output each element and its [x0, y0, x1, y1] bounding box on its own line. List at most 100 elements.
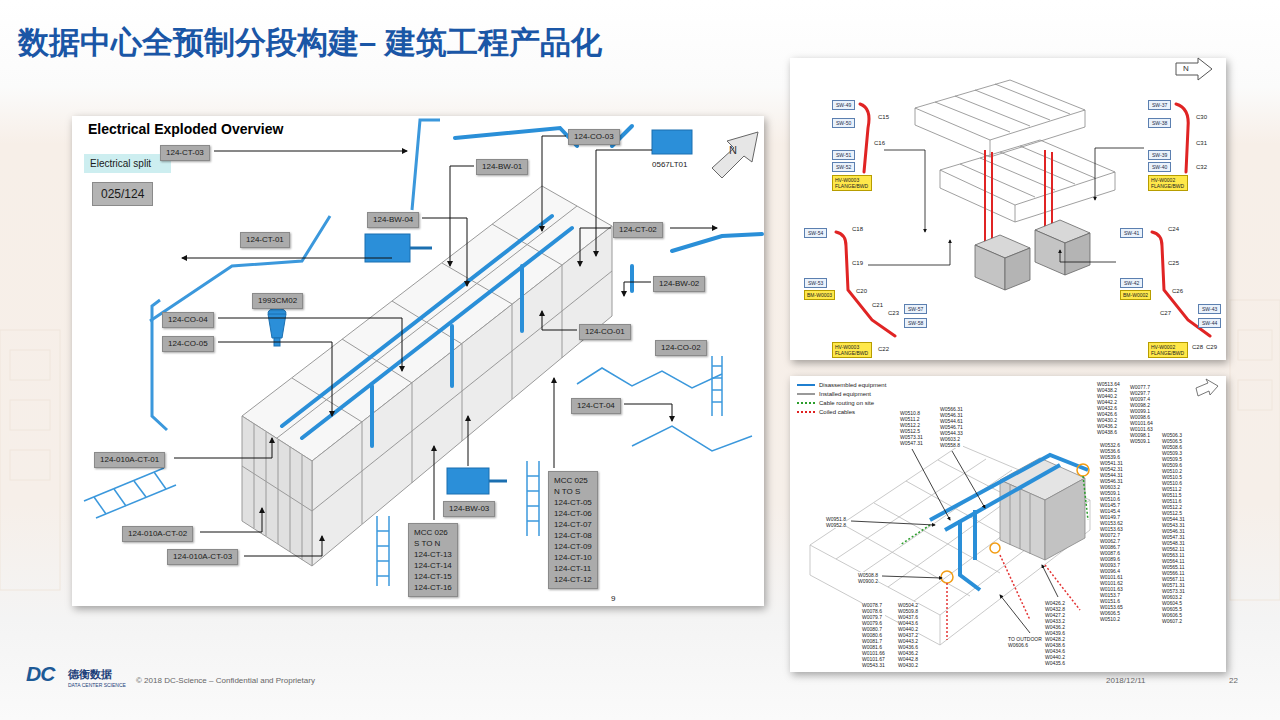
callout-box: 124-CT-01 [240, 232, 290, 248]
legend-sample [796, 409, 816, 415]
switch-label: SW-51 [836, 152, 851, 158]
legend-label: Cable routing on site [819, 400, 874, 406]
callout-label: 124-010A-CT-01 [100, 455, 159, 465]
legend-row: Coiled cables [796, 407, 886, 416]
exploded-overview-panel: Electrical Exploded OverviewElectrical s… [72, 116, 764, 606]
callout-box: 124-CO-04 [162, 312, 214, 328]
cable-number: C31 [1196, 140, 1207, 146]
callout-box: 124-CO-03 [568, 129, 620, 145]
callout-label: 124-010A-CT-02 [128, 529, 187, 539]
flange-label: HV-W0003 FLANGE/BWD [835, 177, 869, 189]
callout-box: 124-CT-04 [571, 398, 621, 414]
slide-title: 数据中心全预制分段构建– 建筑工程产品化 [18, 22, 602, 64]
cable-list: W0506.3 W0506.5 W0508.6 W0509.3 W0509.5 … [1162, 432, 1185, 624]
switch-label: SW-52 [836, 164, 851, 170]
mcc-list-box: MCC 026S TO N124-CT-13124-CT-14124-CT-15… [408, 523, 458, 597]
cable-number: C26 [1172, 288, 1183, 294]
mcc-line: 124-CT-07 [554, 519, 592, 530]
flange-tag: BM-W0002 [1120, 290, 1151, 300]
legend-sample [796, 400, 816, 406]
cable-number: C24 [1168, 226, 1179, 232]
cable-number: C32 [1196, 164, 1207, 170]
mcc-line: MCC 026 [414, 527, 452, 538]
flange-label: BM-W0002 [1123, 292, 1148, 298]
callout-box: 124-BW-01 [476, 159, 528, 175]
legend-row: Installed equipment [796, 389, 886, 398]
switch-label: SW-58 [908, 320, 923, 326]
mcc-line: 124-CT-16 [414, 582, 452, 593]
north-mark: N [729, 144, 737, 156]
switch-tag: SW-38 [1148, 118, 1171, 128]
flange-label: BM-W0003 [807, 292, 832, 298]
mcc-line: 124-CT-09 [554, 541, 592, 552]
cable-list: W0951.8 W0952.8 [826, 516, 846, 528]
callout-label: 124-CT-03 [166, 148, 204, 158]
mcc-line: 124-CT-11 [554, 563, 592, 574]
legend-line [797, 411, 815, 413]
split-label: Electrical split [90, 157, 151, 170]
switch-tag: SW-43 [1198, 304, 1221, 314]
slide-number: 22 [1229, 676, 1238, 685]
switch-tag: SW-42 [1120, 278, 1143, 288]
switch-tag: SW-39 [1148, 150, 1171, 160]
switch-label: SW-41 [1124, 230, 1139, 236]
switch-label: SW-53 [808, 280, 823, 286]
cable-number: C21 [872, 302, 883, 308]
logo-subtitle: DATA CENTER SCIENCE [68, 682, 126, 688]
legend-label: Disassembled equipment [819, 382, 886, 388]
panel-heading: Electrical Exploded Overview [88, 121, 748, 137]
callout-box: 124-BW-02 [653, 276, 705, 292]
legend-line [797, 402, 815, 404]
callout-label: 124-CT-04 [577, 401, 615, 411]
callout-label: 124-BW-01 [482, 162, 522, 172]
callout-label: 124-CO-03 [574, 132, 614, 142]
mcc-line: 124-CT-12 [554, 574, 592, 585]
mcc-line: 124-CT-05 [554, 497, 592, 508]
cable-list: W0077.7 W0297.7 W0097.4 W0098.2 W0099.1 … [1130, 384, 1153, 444]
switch-label: SW-57 [908, 306, 923, 312]
legend-sample [796, 391, 816, 397]
switch-tag: SW-44 [1198, 318, 1221, 328]
cable-list: W0508.8 W0900.2 [858, 572, 878, 584]
callout-label: 124-CO-05 [168, 339, 208, 349]
cable-number: C22 [878, 346, 889, 352]
callout-box: 124-BW-04 [367, 212, 419, 228]
switch-tag: SW-57 [904, 304, 927, 314]
switch-tag: SW-41 [1120, 228, 1143, 238]
cable-number: C23 [888, 310, 899, 316]
cable-list: W0532.6 W0536.6 W0539.6 W0541.31 W0542.3… [1100, 442, 1123, 622]
mcc-line: 124-CT-14 [414, 560, 452, 571]
flange-tag: BM-W0003 [804, 290, 835, 300]
callout-label: 1993CM02 [258, 296, 297, 306]
legend-label: Coiled cables [819, 409, 855, 415]
mcc-line: S TO N [414, 538, 452, 549]
outdoor-note: TO OUTDOOR W0606.6 [1008, 636, 1044, 648]
switch-tag: SW-51 [832, 150, 855, 160]
cable-number: C20 [856, 288, 867, 294]
switch-label: SW-50 [836, 120, 851, 126]
logo-name: 德衡数据 [68, 667, 112, 682]
mcc-line: 124-CT-10 [554, 552, 592, 563]
callout-label: 124-CT-02 [619, 225, 657, 235]
legend-label: Installed equipment [819, 391, 871, 397]
switch-label: SW-42 [1124, 280, 1139, 286]
flange-label: HV-W0003 FLANGE/BWD [835, 344, 869, 356]
switch-tag: SW-40 [1148, 162, 1171, 172]
callout-box: 124-010A-CT-01 [94, 452, 165, 468]
callout-label: 124-BW-02 [659, 279, 699, 289]
callout-box: 124-CO-01 [579, 324, 631, 340]
legend-row: Cable routing on site [796, 398, 886, 407]
cable-list: W0566.31 W0546.31 W0544.61 W0546.71 W054… [940, 406, 963, 448]
switch-tag: SW-37 [1148, 100, 1171, 110]
cable-list: W0510.8 W0511.2 W0512.2 W0512.5 W0573.31… [900, 410, 923, 446]
switch-tag: SW-53 [804, 278, 827, 288]
switch-label: SW-43 [1202, 306, 1217, 312]
cable-number: C25 [1168, 260, 1179, 266]
part-tag: 0567LT01 [652, 160, 687, 169]
cable-number: C29 [1206, 344, 1217, 350]
callout-box: 124-CO-05 [162, 336, 214, 352]
callout-box: 124-CO-02 [655, 340, 707, 356]
switch-label: SW-37 [1152, 102, 1167, 108]
